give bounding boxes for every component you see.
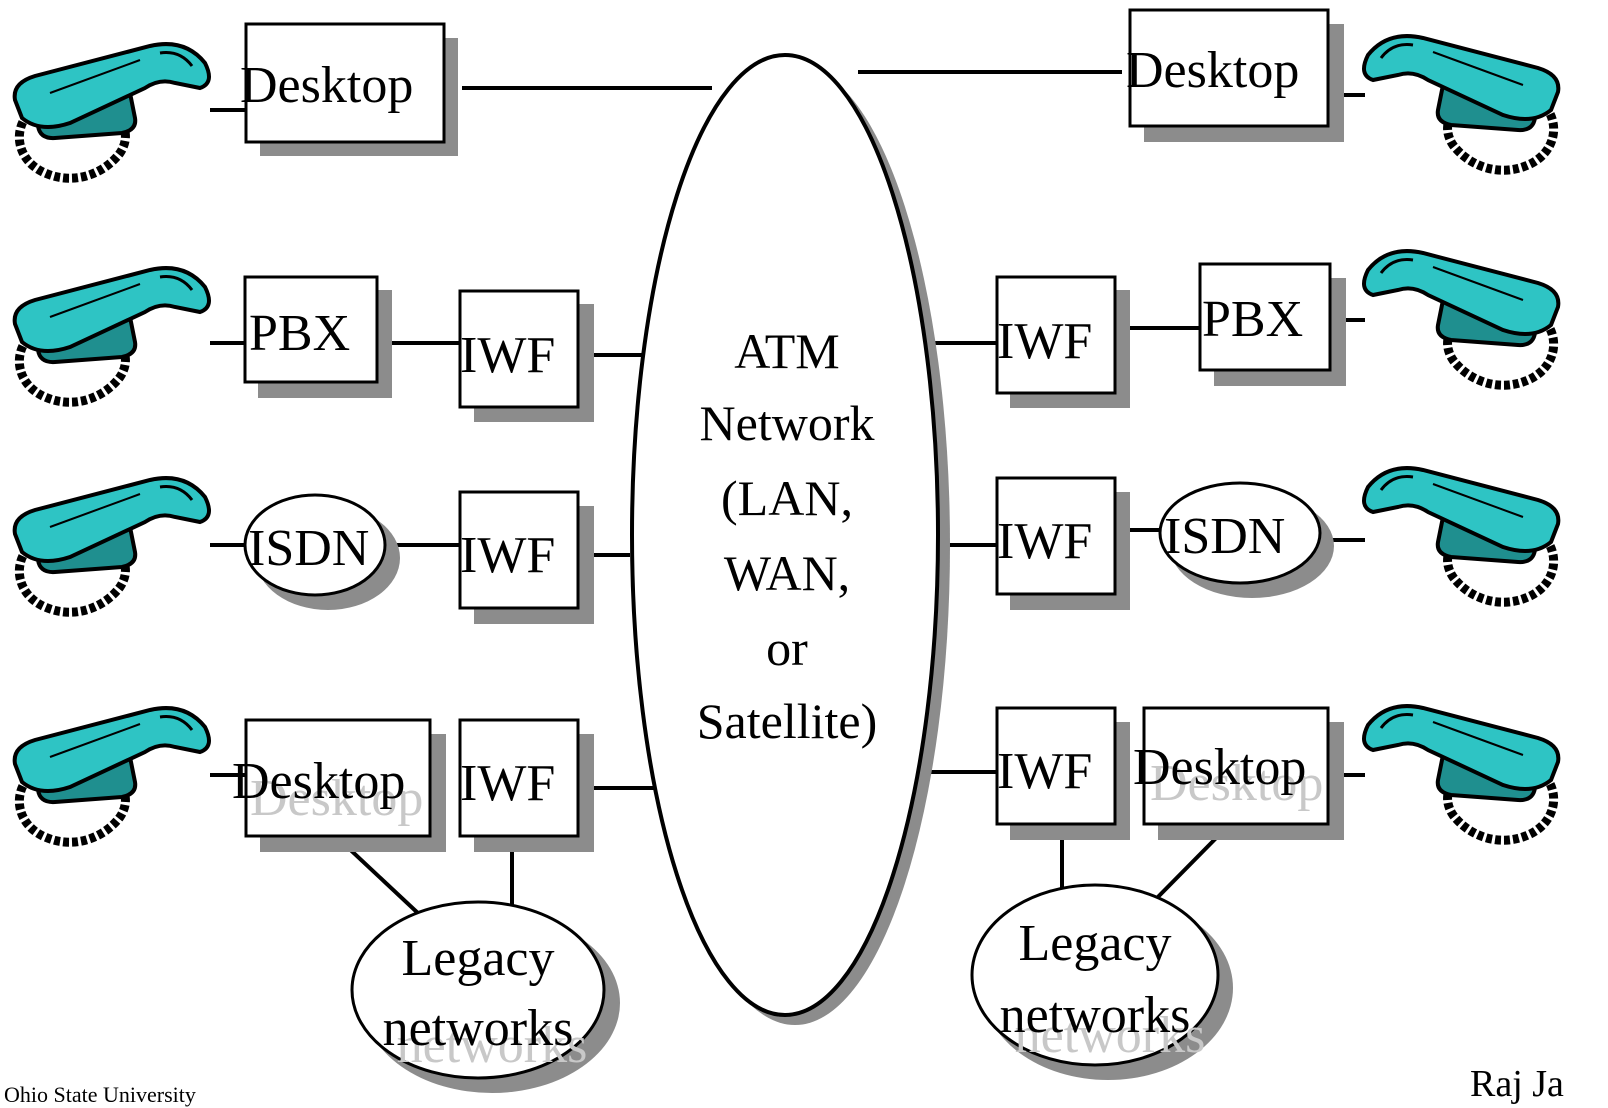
desktop-node: Desktop — [1126, 8, 1344, 142]
legacy-label-line2: networks — [383, 1000, 574, 1057]
iwf-node: IWF — [458, 718, 594, 852]
desktop-node: Desktop Desktop — [232, 718, 446, 852]
pbx-label: PBX — [249, 305, 350, 362]
phone-icon — [1364, 36, 1558, 170]
atm-network-cloud: ATM Network (LAN, WAN, or Satellite) — [630, 53, 950, 1025]
network-line-4: WAN, — [724, 545, 850, 601]
desktop-node: Desktop Desktop — [1133, 706, 1344, 840]
legacy-networks-node: Legacy networks networks — [970, 883, 1233, 1080]
pbx-node: PBX — [243, 275, 392, 398]
isdn-node: ISDN — [1158, 481, 1334, 598]
network-line-5: or — [766, 620, 808, 676]
phone-icon — [15, 44, 209, 178]
phone-icon — [15, 268, 209, 402]
iwf-node: IWF — [995, 706, 1130, 840]
phone-icon — [1364, 706, 1558, 840]
legacy-label-line1: Legacy — [401, 930, 554, 987]
iwf-label: IWF — [997, 513, 1092, 570]
desktop-label: Desktop — [1133, 739, 1306, 796]
iwf-node: IWF — [458, 289, 594, 422]
iwf-label: IWF — [997, 743, 1092, 800]
legacy-networks-node: Legacy networks networks — [350, 900, 620, 1093]
iwf-label: IWF — [460, 755, 555, 812]
desktop-label: Desktop — [232, 753, 405, 810]
isdn-label: ISDN — [1164, 508, 1285, 565]
iwf-label: IWF — [460, 527, 555, 584]
desktop-shadow-text: Desktop — [1150, 755, 1323, 812]
legacy-label-line2: networks — [1000, 987, 1191, 1044]
legacy-shadow-text: networks — [1015, 1007, 1206, 1064]
network-line-1: ATM — [734, 323, 840, 379]
footer-author: Raj Ja — [1470, 1063, 1564, 1105]
desktop-shadow-text: Desktop — [250, 770, 423, 827]
desktop-label: Desktop — [1126, 42, 1299, 99]
iwf-label: IWF — [460, 327, 555, 384]
network-line-3: (LAN, — [721, 470, 853, 526]
legacy-shadow-text: networks — [397, 1017, 588, 1074]
isdn-node: ISDN — [243, 493, 400, 610]
phone-icon — [15, 478, 209, 612]
desktop-label: Desktop — [240, 57, 413, 114]
pbx-label: PBX — [1202, 291, 1303, 348]
pbx-node: PBX — [1198, 262, 1346, 386]
iwf-node: IWF — [995, 476, 1130, 610]
network-line-2: Network — [700, 395, 875, 451]
iwf-node: IWF — [458, 490, 594, 624]
footer-university: Ohio State University — [4, 1082, 196, 1107]
desktop-node: Desktop — [240, 22, 458, 156]
legacy-label-line1: Legacy — [1018, 915, 1171, 972]
network-line-6: Satellite) — [697, 693, 878, 749]
isdn-label: ISDN — [248, 520, 369, 577]
iwf-node: IWF — [995, 275, 1130, 408]
phone-icon — [1364, 468, 1558, 602]
phone-icon — [1364, 251, 1558, 385]
iwf-label: IWF — [997, 313, 1092, 370]
phone-icon — [15, 708, 209, 842]
